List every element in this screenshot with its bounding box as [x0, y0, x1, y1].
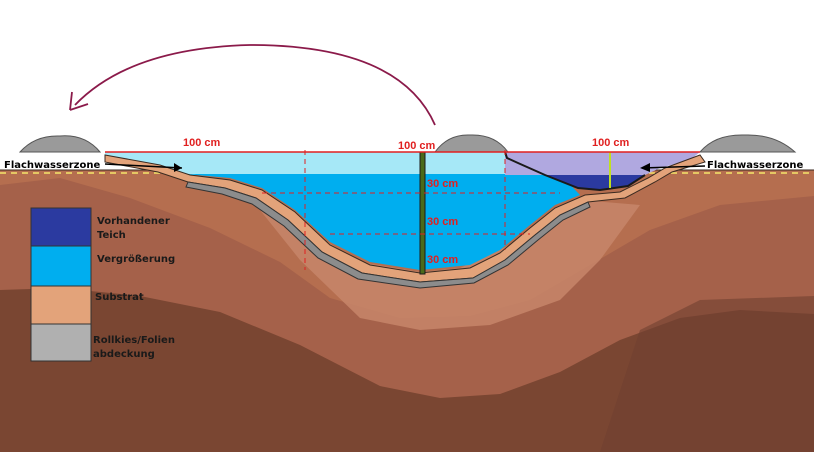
depth-label-1: 30 cm	[427, 178, 458, 190]
gravel-liner-cover	[185, 181, 591, 289]
depth-label-3: 30 cm	[427, 254, 458, 266]
legend-swatch-enlargement	[30, 245, 92, 287]
soil-layer-deep	[0, 288, 814, 452]
soil-basin-light	[240, 185, 640, 330]
gravel-pile-center	[434, 134, 509, 153]
right-zone-arrowhead	[640, 163, 650, 172]
legend-label-existing-2: Teich	[97, 230, 126, 241]
relocation-arrowhead	[69, 91, 89, 111]
legend-label-enlargement: Vergrößerung	[97, 254, 175, 265]
relocation-arrow	[74, 44, 436, 126]
depth-label-2: 30 cm	[427, 216, 458, 228]
legend-label-gravel-1: Rollkies/Folien	[93, 335, 175, 346]
existing-pond-surface	[505, 152, 700, 175]
gravel-pile-right	[698, 134, 797, 153]
left-zone-label: Flachwasserzone	[4, 160, 100, 171]
dim-label-center: 100 cm	[398, 140, 436, 152]
right-zone-arrow	[641, 165, 706, 169]
legend-label-substrate: Substrat	[95, 292, 144, 303]
legend-swatch-existing	[30, 207, 92, 247]
legend-swatch-substrate	[30, 285, 92, 325]
legend: Vorhandener Teich Vergrößerung Substrat …	[30, 207, 175, 362]
legend-swatch-gravel	[30, 323, 92, 362]
left-zone-arrow	[104, 163, 183, 169]
dim-label-left: 100 cm	[183, 137, 221, 149]
left-zone-arrowhead	[174, 163, 182, 172]
gravel-pile-left	[18, 135, 102, 153]
soil-layer-deep-right	[600, 296, 814, 452]
enlargement-water	[185, 174, 580, 270]
legend-label-gravel-2: abdeckung	[93, 349, 155, 360]
existing-pond-outline	[504, 151, 646, 192]
measuring-pole	[419, 151, 426, 275]
right-zone-label: Flachwasserzone	[707, 160, 803, 171]
legend-label-existing-1: Vorhandener	[97, 216, 170, 227]
dim-label-right: 100 cm	[592, 137, 630, 149]
